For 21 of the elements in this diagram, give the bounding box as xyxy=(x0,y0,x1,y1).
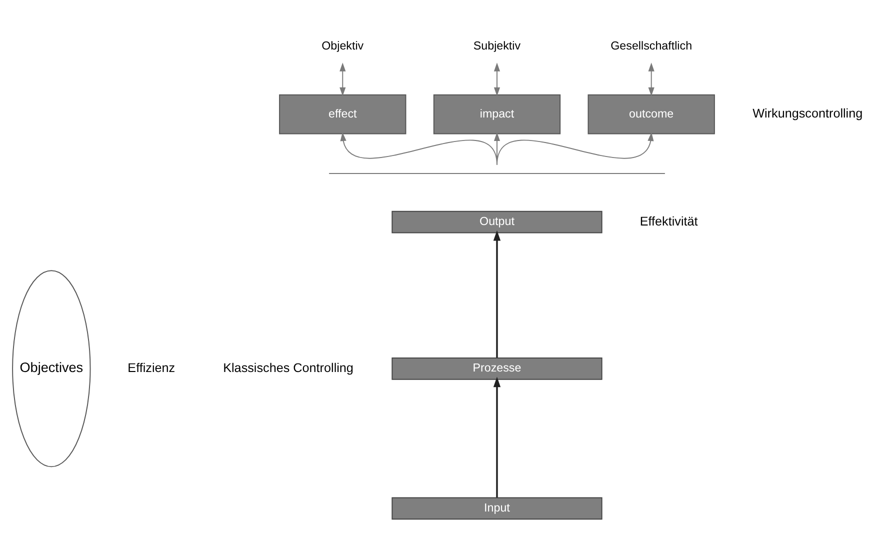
label: Effektivität xyxy=(640,214,698,228)
arrow xyxy=(496,132,654,165)
node-box: outcome xyxy=(588,94,715,134)
arrow xyxy=(493,376,501,498)
label: Wirkungscontrolling xyxy=(752,106,863,120)
node-brace xyxy=(328,172,666,174)
node-text: Objektiv xyxy=(322,38,364,52)
label: Klassisches Controlling xyxy=(223,360,354,374)
node-box: impact xyxy=(433,94,561,134)
node-ellipse: Objectives xyxy=(12,270,91,467)
node-box: Output xyxy=(392,210,602,233)
node-text: Gesellschaftlich xyxy=(610,38,692,52)
arrow xyxy=(648,62,654,96)
node-box: Prozesse xyxy=(392,356,602,380)
node-box: Input xyxy=(392,496,602,520)
arrow xyxy=(493,230,501,358)
node-text: Subjektiv xyxy=(473,38,521,52)
label: Effizienz xyxy=(128,360,176,374)
node-box: effect xyxy=(279,94,406,134)
arrow xyxy=(340,62,346,96)
arrow xyxy=(494,62,500,96)
